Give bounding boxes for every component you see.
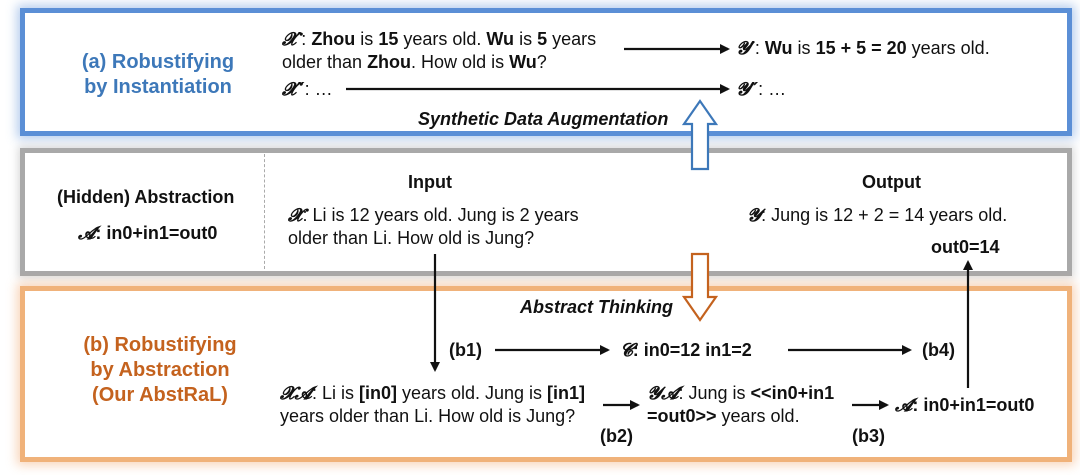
conditions: 𝓒: in0=12 in1=2 [620, 340, 752, 361]
ya-line1: 𝓨𝓐: Jung is <<in0+in1 [647, 383, 835, 404]
panel-a-title-line2: by Instantiation [84, 76, 232, 98]
x-prime-line2: older than Zhou. How old is Wu? [282, 52, 547, 72]
step-b2: (b2) [600, 426, 633, 446]
step-b3: (b3) [852, 426, 885, 446]
augmentation-label: Synthetic Data Augmentation [418, 109, 669, 129]
panel-b-title-line3: (Our AbstRaL) [92, 384, 228, 406]
step-b1: (b1) [449, 340, 482, 360]
panel-b-title-line2: by Abstraction [90, 359, 230, 381]
augmentation-up-arrow [681, 99, 719, 171]
thinking-down-arrow [681, 252, 719, 322]
y-double-prime: 𝓨″: … [736, 79, 787, 100]
x-double-prime: 𝓧″: … [282, 79, 333, 100]
input-header: Input [408, 172, 452, 192]
thinking-label: Abstract Thinking [520, 297, 674, 317]
hidden-abstraction-formula: 𝓐: in0+in1=out0 [78, 223, 218, 244]
panel-b-title: (b) Robustifying by Abstraction (Our Abs… [60, 333, 260, 408]
abstraction-formula: 𝓐: in0+in1=out0 [895, 395, 1035, 416]
hidden-abstraction-title: (Hidden) Abstraction [57, 187, 235, 207]
x-input-line1: 𝓧: Li is 12 years old. Jung is 2 years [288, 205, 579, 226]
panel-a-title: (a) Robustifying by Instantiation [58, 50, 258, 100]
xa-line2: years older than Li. How old is Jung? [280, 406, 576, 426]
instantiation-panel [20, 8, 1072, 136]
panel-divider [264, 154, 265, 269]
abstraction-panel [20, 286, 1072, 462]
step-b4: (b4) [922, 340, 955, 360]
y-output: 𝓨: Jung is 12 + 2 = 14 years old. [747, 205, 1008, 226]
hidden-abstraction-panel [20, 148, 1072, 276]
x-prime-line1: 𝓧′: Zhou is 15 years old. Wu is 5 years [282, 29, 597, 50]
y-prime: 𝓨′: Wu is 15 + 5 = 20 years old. [736, 38, 990, 59]
panel-b-title-line1: (b) Robustifying [83, 334, 237, 356]
xa-line1: 𝓧𝓐: Li is [in0] years old. Jung is [in1] [280, 383, 586, 404]
x-input-line2: older than Li. How old is Jung? [288, 228, 535, 248]
panel-a-title-line1: (a) Robustifying [81, 51, 235, 73]
output-header: Output [862, 172, 921, 192]
out-value: out0=14 [931, 237, 1000, 257]
ya-line2: =out0>> years old. [647, 406, 800, 426]
